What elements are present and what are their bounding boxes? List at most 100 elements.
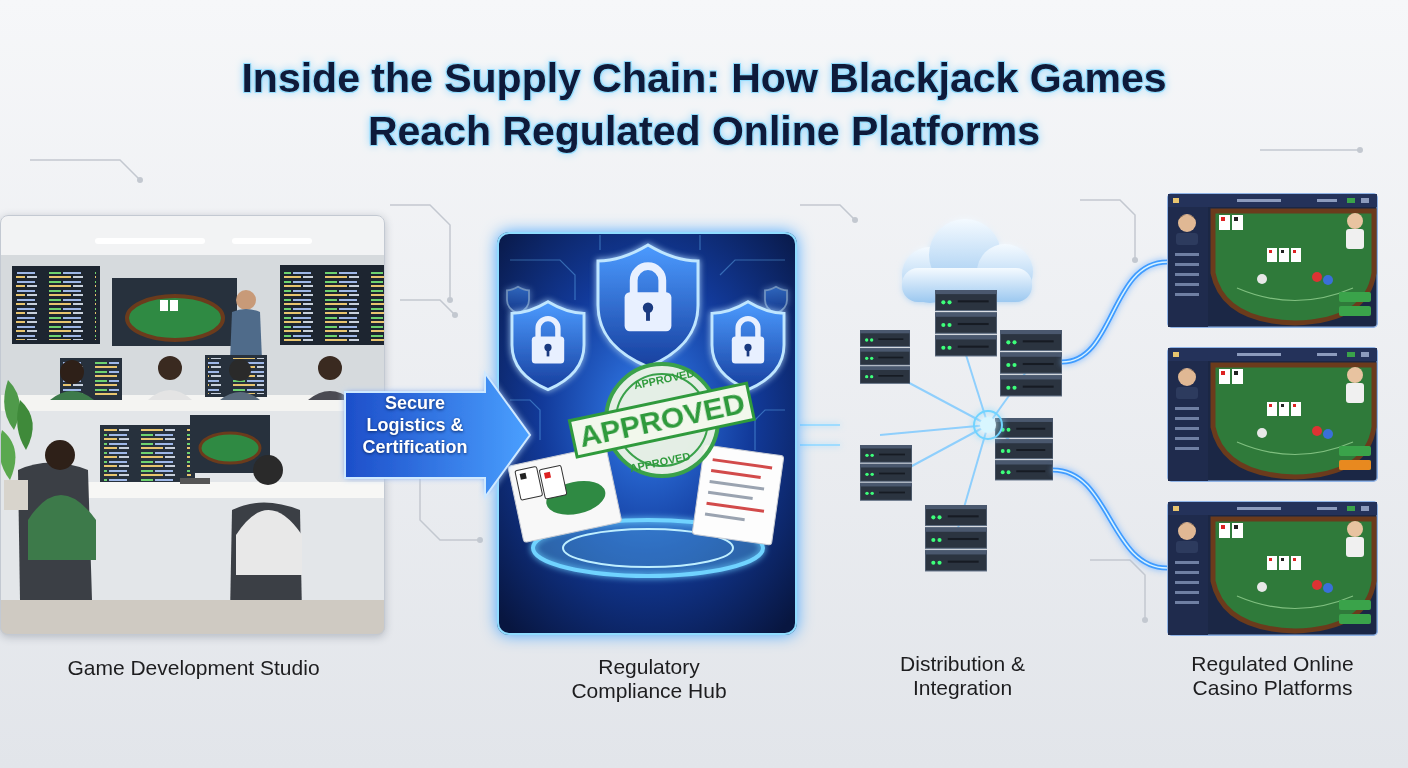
distribution-illustration [935,290,997,356]
studio-illustration [0,255,385,400]
compliance-illustration [606,364,718,476]
studio-illustration [127,296,223,340]
compliance-illustration [599,235,600,250]
flow-branch [1062,262,1167,362]
compliance-illustration [510,400,540,440]
distribution-illustration [860,445,912,500]
flow-branch [800,262,1167,568]
background [1260,149,1360,151]
compliance-illustration [539,465,567,499]
block-arrow [345,373,530,497]
compliance-illustration [508,445,622,542]
stamp-ring-text: APPROVED [633,367,696,392]
compliance-illustration [705,513,745,522]
background [447,297,453,303]
node-label: Distribution & Integration [878,652,1048,700]
background [1080,200,1135,260]
process-box: Game Development Studio [0,215,385,635]
studio-illustration [112,278,237,346]
studio-illustration [236,290,256,310]
studio-illustration [230,309,262,360]
compliance-illustration [497,232,797,635]
background [452,312,458,318]
studio-illustration [220,392,260,400]
studio-illustration [12,266,100,344]
node-label: Regulated Online Casino Platforms [1173,652,1373,700]
studio-illustration [16,270,96,340]
compliance-illustration [712,458,772,469]
studio-illustration [0,430,15,480]
casino-screens [1168,194,1378,328]
flow-connector [797,433,845,437]
background [420,470,480,540]
casino-screens [1168,194,1378,636]
distribution-illustration [880,425,988,435]
casino-screens [1168,502,1378,636]
flow-branch [1062,262,1167,362]
compliance-illustration [544,472,551,479]
compliance-illustration [711,469,761,479]
compliance-illustration [692,445,784,545]
studio-illustration [60,482,385,498]
distribution-illustration [860,330,910,383]
background [1090,560,1145,620]
distribution-illustration [995,418,1053,480]
studio-illustration [229,359,251,381]
flow-branch [1053,470,1167,568]
studio-illustration [4,480,28,510]
background [1142,617,1148,623]
process-box: Regulated Online Casino Platforms [1160,188,1385,640]
compliance-illustration [497,232,797,635]
process-box: Distribution & Integration [845,225,1080,605]
compliance-illustration [508,445,622,542]
compliance-illustration [709,480,764,491]
studio-illustration [205,355,267,397]
compliance-illustration [699,235,700,250]
distribution-illustration [860,219,1062,571]
casino-screens [1339,460,1371,470]
compliance-illustration [507,287,529,314]
studio-illustration [253,455,283,485]
studio-illustration [230,503,302,616]
compliance-illustration [515,466,543,500]
studio-illustration [104,429,191,481]
flow-branch [800,424,840,426]
background [137,177,143,183]
studio-illustration [148,390,192,400]
studio-illustration [60,360,84,384]
background [800,205,855,220]
studio-illustration [284,269,384,341]
compliance-illustration [512,302,584,390]
studio-illustration [308,391,352,400]
background [390,205,450,300]
flow-connector [1080,422,1160,428]
compliance-illustration [732,319,764,364]
background [852,217,858,223]
compliance-illustration [720,260,785,275]
studio-illustration [28,495,96,560]
compliance-illustration [755,410,785,450]
studio-illustration [100,425,195,485]
studio-illustration [0,215,385,635]
compliance-illustration [625,266,672,331]
distribution-illustration [980,417,996,433]
studio-illustration [158,356,182,380]
studio-illustration [0,215,385,255]
studio-illustration [180,478,210,484]
studio-illustration [236,510,302,575]
studio-illustration [200,433,260,463]
compliance-illustration [712,302,784,390]
compliance-illustration [520,473,527,480]
studio-illustration [50,391,94,400]
distribution-illustration [974,411,1002,439]
studio-illustration [17,400,33,450]
studio-illustration [280,265,385,345]
studio-illustration [0,215,385,635]
flow-branch [1053,470,1167,568]
process-box: Regulatory Compliance Hub [497,232,797,635]
node-label: Game Development Studio [4,656,384,680]
